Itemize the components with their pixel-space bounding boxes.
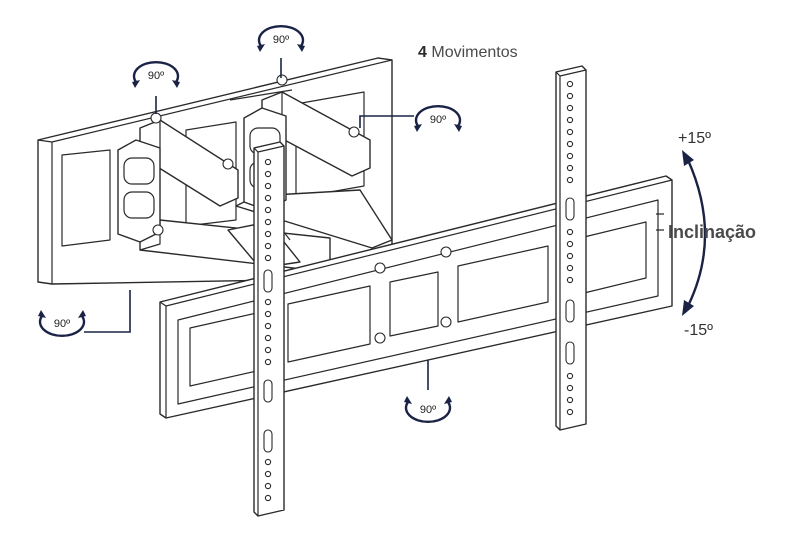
rail-hole	[566, 128, 574, 136]
rail-hole	[264, 334, 272, 342]
rail-hole	[264, 242, 272, 250]
title-count: 4	[418, 44, 427, 61]
rotation-label-right-arm: 90º	[430, 114, 446, 126]
rotation-label-bottom: 90º	[420, 404, 436, 416]
rotation-label-top: 90º	[273, 34, 289, 46]
rail-hole	[566, 92, 574, 100]
rail-hole	[566, 252, 574, 260]
rail-hole	[566, 276, 574, 284]
rail-hole	[264, 206, 272, 214]
rail-hole	[566, 372, 574, 380]
vertical-rail-left	[253, 141, 285, 517]
rail-hole	[566, 176, 574, 184]
title: 4 Movimentos	[418, 44, 518, 62]
rail-hole	[264, 218, 272, 226]
rail-hole	[264, 170, 272, 178]
rotation-indicator-bottom: 90º	[404, 396, 452, 423]
rail-hole	[264, 230, 272, 238]
vertical-rail-right	[555, 65, 587, 431]
rotation-label-bottom-left: 90º	[54, 318, 70, 330]
rotation-indicator-top: 90º	[257, 25, 305, 52]
rail-hole	[264, 458, 272, 466]
rail-hole	[264, 346, 272, 354]
tilt-label: Inclinação	[668, 222, 757, 242]
rail-hole	[264, 194, 272, 202]
rail-hole	[566, 104, 574, 112]
rail-hole	[566, 140, 574, 148]
leader-line-bottom-left	[84, 290, 131, 333]
rail-hole	[566, 116, 574, 124]
rotation-indicator-left-top: 90º	[132, 61, 180, 88]
rotation-indicator-bottom-left: 90º	[38, 310, 86, 337]
rail-hole	[264, 482, 272, 490]
rail-hole	[264, 310, 272, 318]
rail-hole	[264, 182, 272, 190]
rail-hole	[264, 158, 272, 166]
rail-hole	[566, 80, 574, 88]
rail-hole	[566, 384, 574, 392]
rotation-indicator-right-arm: 90º	[414, 105, 462, 132]
rail-hole	[566, 240, 574, 248]
rotation-label-left-top: 90º	[148, 70, 164, 82]
rail-hole	[264, 298, 272, 306]
rail-hole	[566, 264, 574, 272]
rail-hole	[566, 152, 574, 160]
rail-hole	[566, 408, 574, 416]
rail-hole	[264, 254, 272, 262]
tilt-down-label: -15º	[684, 322, 713, 339]
rail-hole	[264, 322, 272, 330]
title-text: Movimentos	[431, 44, 518, 61]
rail-hole	[264, 470, 272, 478]
horizontal-bracket	[159, 175, 673, 419]
tilt-up-label: +15º	[678, 130, 711, 147]
rail-hole	[566, 164, 574, 172]
leader-line-right-arm	[359, 115, 414, 128]
articulated-arms	[117, 74, 393, 271]
rail-hole	[566, 228, 574, 236]
rail-hole	[566, 396, 574, 404]
tilt-indicator	[682, 150, 707, 316]
rail-hole	[264, 494, 272, 502]
rail-hole	[264, 358, 272, 366]
